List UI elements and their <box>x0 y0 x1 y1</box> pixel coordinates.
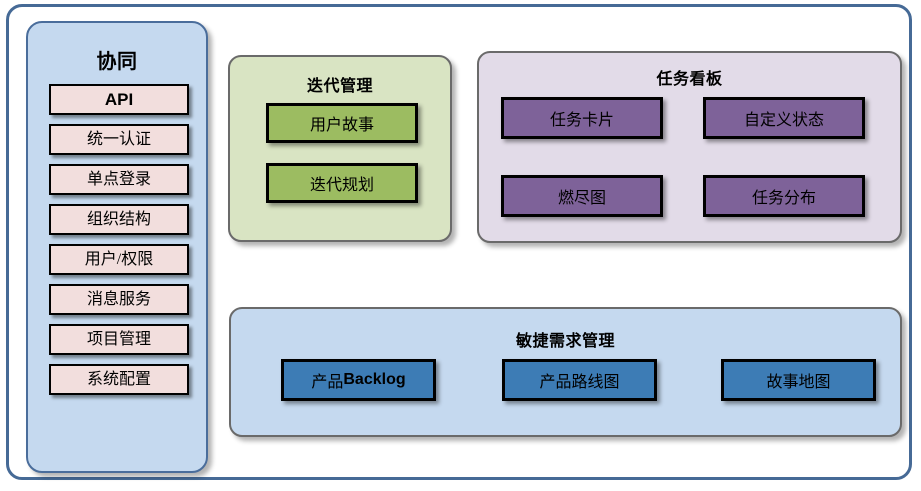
agile-item-label: 故事地图 <box>766 374 831 391</box>
sidebar-item-single-sign-on[interactable]: 单点登录 <box>49 164 189 195</box>
iteration-item-label: 用户故事 <box>309 117 374 134</box>
sidebar-item-label: 系统配置 <box>86 370 151 388</box>
agile-item-label-cjk: 产品 <box>311 374 344 391</box>
agile-requirements-title: 敏捷需求管理 <box>515 333 615 350</box>
iteration-item-iteration-planning[interactable]: 迭代规划 <box>266 163 418 203</box>
sidebar-item-project-management[interactable]: 项目管理 <box>49 324 189 355</box>
agile-item-label-latin: Backlog <box>343 371 406 388</box>
sidebar-item-message-service[interactable]: 消息服务 <box>49 284 189 315</box>
task-board-item-label: 任务卡片 <box>549 112 614 129</box>
sidebar-item-system-config[interactable]: 系统配置 <box>49 364 189 395</box>
task-board-item-custom-status[interactable]: 自定义状态 <box>703 97 865 139</box>
agile-item-label: 产品路线图 <box>539 374 620 391</box>
sidebar-panel: 协同 API 统一认证 单点登录 组织结构 用户/权限 消息服务 项目管理 <box>26 21 208 473</box>
agile-item-story-map[interactable]: 故事地图 <box>721 359 876 401</box>
sidebar-item-label: 统一认证 <box>86 130 151 148</box>
sidebar-item-unified-auth[interactable]: 统一认证 <box>49 124 189 155</box>
task-board-item-burndown-chart[interactable]: 燃尽图 <box>501 175 663 217</box>
iteration-management-title: 迭代管理 <box>306 78 373 95</box>
task-board-item-label: 燃尽图 <box>557 190 606 207</box>
sidebar-item-label: 消息服务 <box>86 290 151 308</box>
sidebar-item-org-structure[interactable]: 组织结构 <box>49 204 189 235</box>
sidebar-item-label: 单点登录 <box>86 170 151 188</box>
agile-item-product-roadmap[interactable]: 产品路线图 <box>502 359 657 401</box>
sidebar-item-label: 组织结构 <box>86 210 151 228</box>
sidebar-item-user-permission[interactable]: 用户/权限 <box>49 244 189 275</box>
task-board-item-task-distribution[interactable]: 任务分布 <box>703 175 865 217</box>
task-board-item-task-card[interactable]: 任务卡片 <box>501 97 663 139</box>
iteration-item-label: 迭代规划 <box>309 177 374 194</box>
sidebar-item-label: 项目管理 <box>86 330 151 348</box>
sidebar-item-label: API <box>104 90 134 109</box>
sidebar-title: 协同 <box>96 51 138 73</box>
sidebar-item-list: API 统一认证 单点登录 组织结构 用户/权限 消息服务 项目管理 系统配置 <box>49 84 189 404</box>
sidebar-item-label: 用户/权限 <box>84 250 154 268</box>
task-board-panel: 任务看板 任务卡片 自定义状态 燃尽图 任务分布 <box>477 51 902 243</box>
iteration-item-user-story[interactable]: 用户故事 <box>266 103 418 143</box>
diagram-outer-frame: 协同 API 统一认证 单点登录 组织结构 用户/权限 消息服务 项目管理 <box>6 4 912 480</box>
task-board-title: 任务看板 <box>656 71 723 88</box>
sidebar-item-api[interactable]: API <box>49 84 189 115</box>
task-board-item-label: 任务分布 <box>751 190 816 207</box>
iteration-management-panel: 迭代管理 用户故事 迭代规划 <box>228 55 452 242</box>
task-board-item-label: 自定义状态 <box>743 112 824 129</box>
